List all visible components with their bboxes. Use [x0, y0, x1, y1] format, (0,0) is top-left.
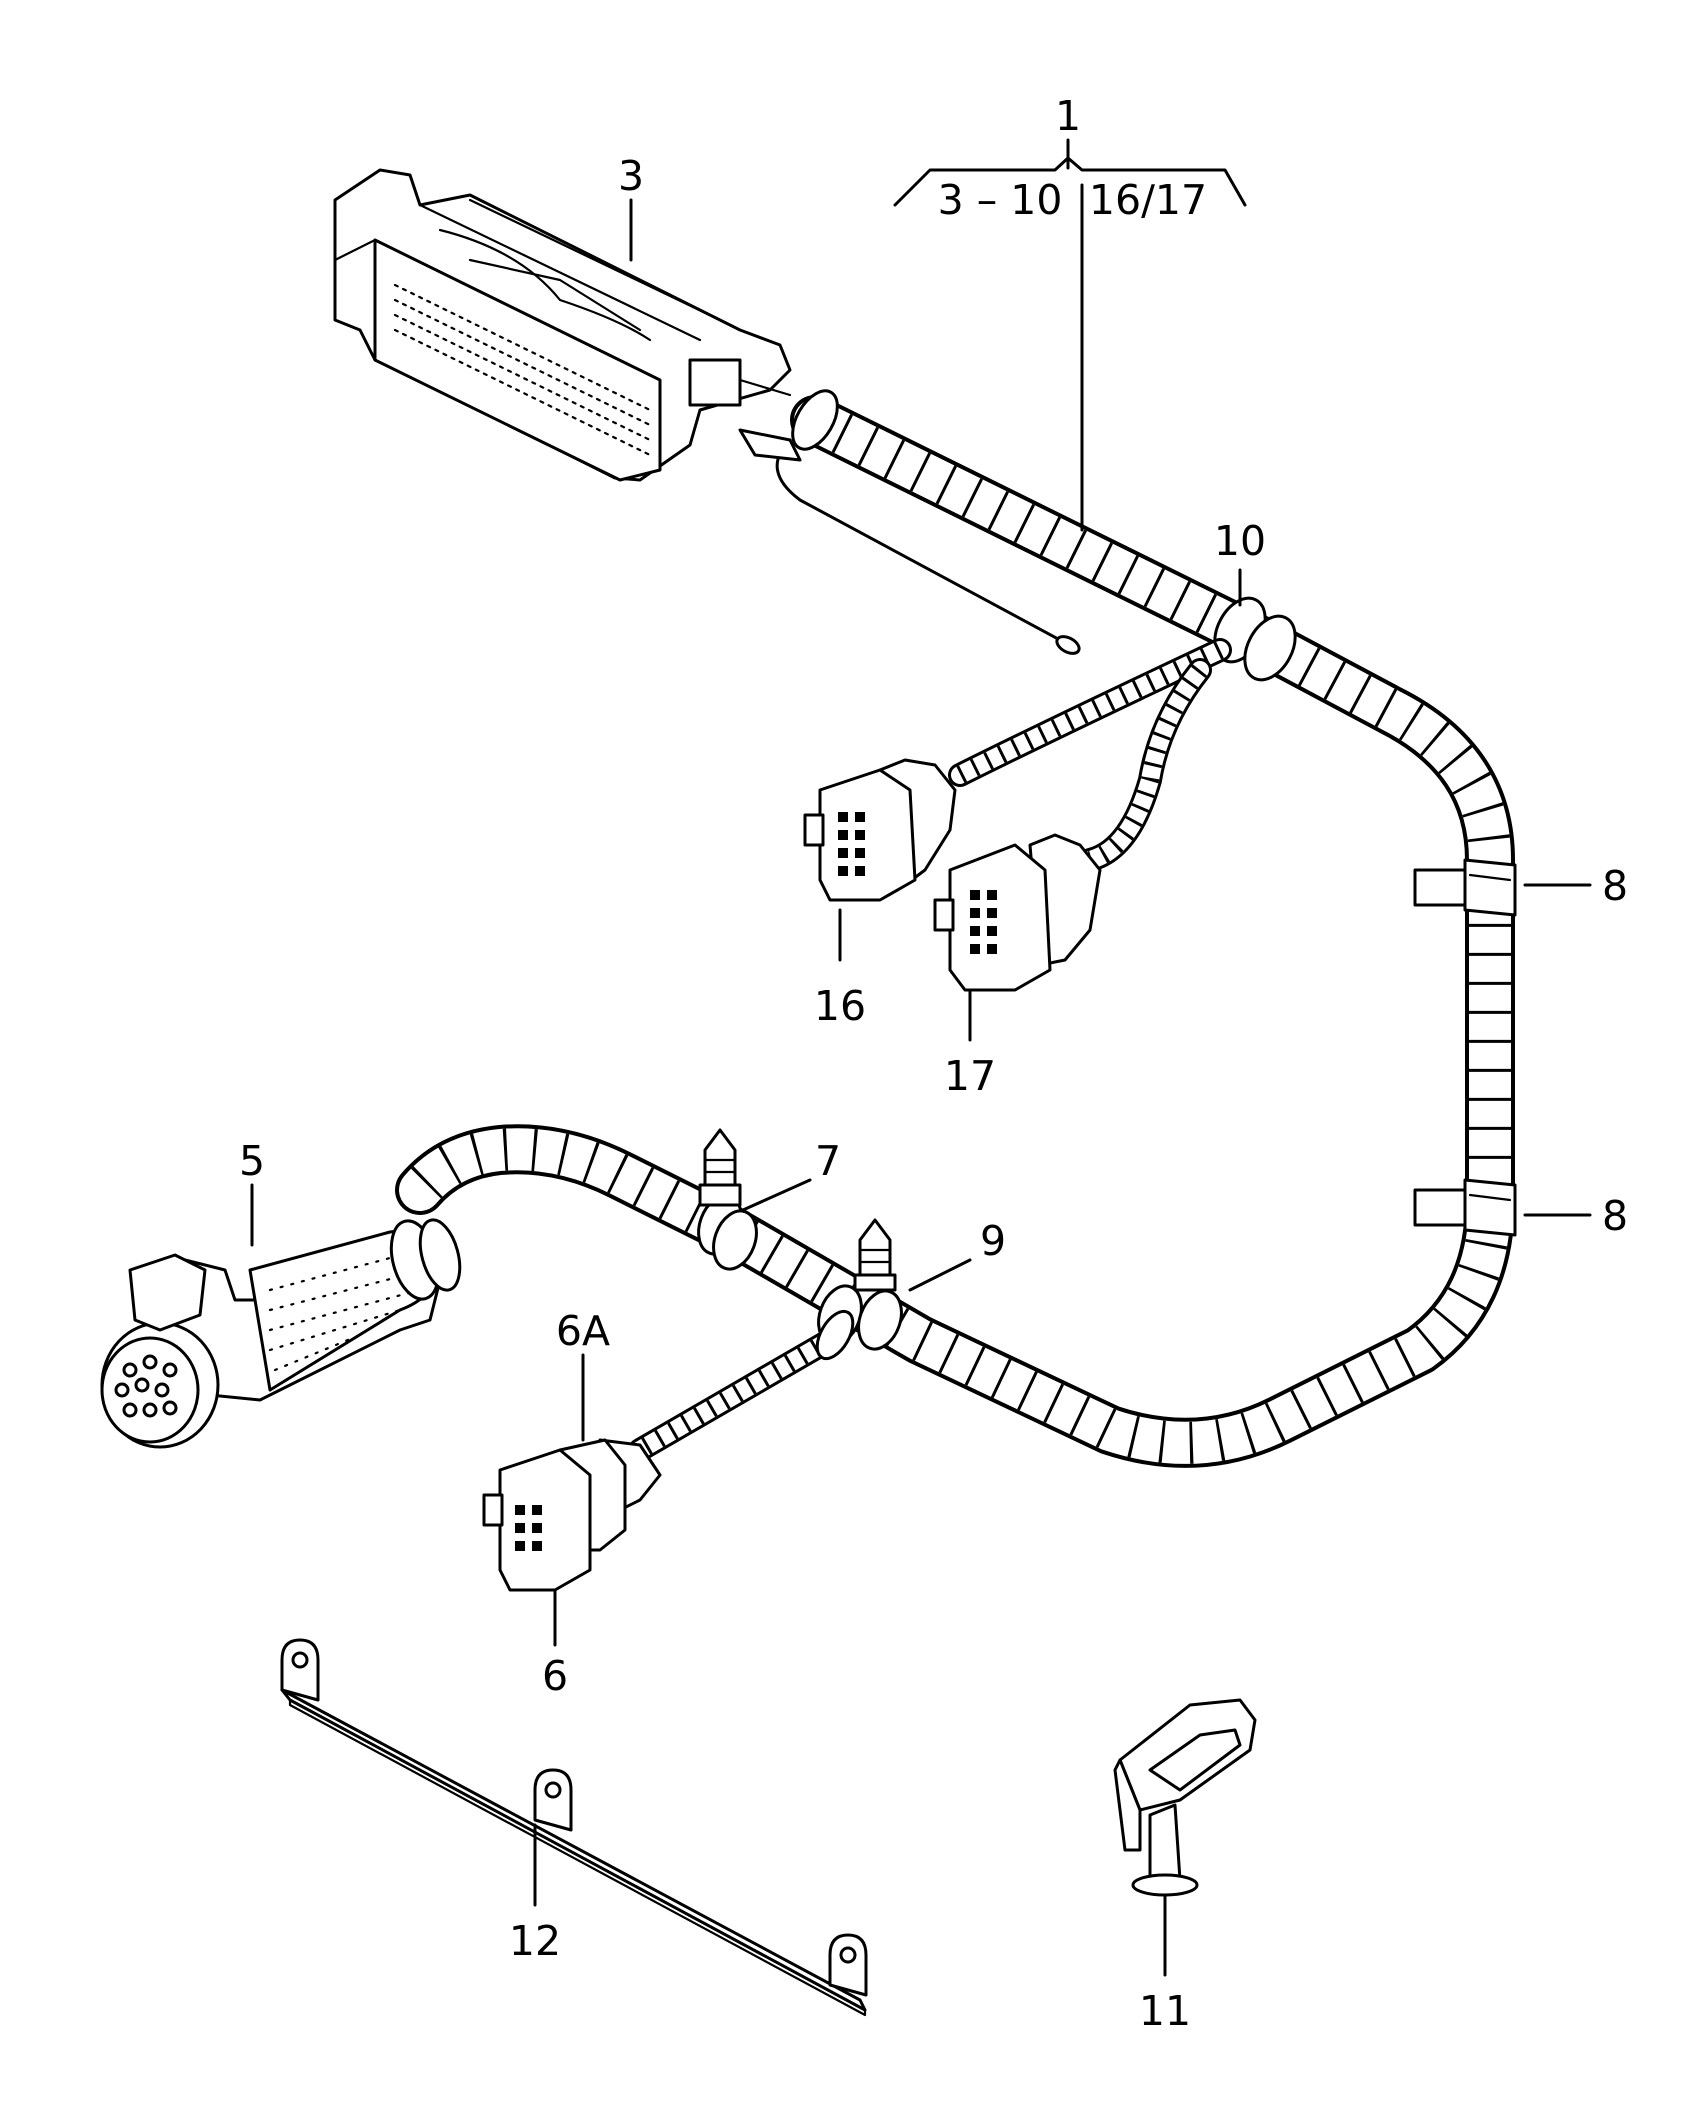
harness-grommet — [791, 389, 839, 451]
callout-16: 16 — [814, 982, 866, 1030]
connector-17-pins — [970, 890, 997, 954]
clip-8-top — [1413, 858, 1517, 917]
callout-1-range-left: 3 – 10 — [938, 176, 1063, 224]
ecu-pin-grid — [393, 283, 652, 457]
connector-17 — [933, 833, 1102, 992]
callout-17: 17 — [944, 1052, 996, 1100]
callout-12: 12 — [509, 1917, 561, 1965]
stud-7 — [697, 1128, 758, 1271]
callout-6A: 6A — [556, 1307, 610, 1355]
callout-1-range-right: 16/17 — [1089, 176, 1207, 224]
leader-lines — [250, 138, 1592, 1977]
callout-8-top: 8 — [1602, 862, 1628, 910]
socket-pins — [114, 1354, 178, 1418]
connector-6 — [482, 1438, 662, 1592]
clip-8-bottom — [1413, 1178, 1517, 1237]
connector-16 — [803, 758, 957, 902]
connector-6-pins — [515, 1505, 542, 1551]
callout-5: 5 — [239, 1137, 265, 1185]
callout-11: 11 — [1139, 1987, 1191, 2035]
round-socket-5 — [100, 1218, 462, 1449]
callout-1: 1 — [1055, 92, 1081, 140]
branch-wires — [948, 638, 1232, 872]
main-harness-trunk — [395, 395, 1515, 1468]
connector-16-pins — [838, 812, 865, 876]
callout-7: 7 — [815, 1137, 841, 1185]
connector-6-branch — [628, 1309, 855, 1462]
callout-8-bottom: 8 — [1602, 1192, 1628, 1240]
callout-10: 10 — [1214, 517, 1266, 565]
push-clip-11 — [1113, 1698, 1257, 1897]
callout-9: 9 — [980, 1217, 1006, 1265]
callout-3: 3 — [618, 152, 644, 200]
callout-labels: 1 3 – 10 16/17 3 10 8 8 16 17 5 7 9 6A 6… — [239, 92, 1628, 2035]
ring-terminal — [1055, 635, 1081, 655]
ecu-connector — [333, 168, 839, 482]
callout-6: 6 — [542, 1652, 568, 1700]
mounting-strip-12 — [280, 1638, 868, 2017]
